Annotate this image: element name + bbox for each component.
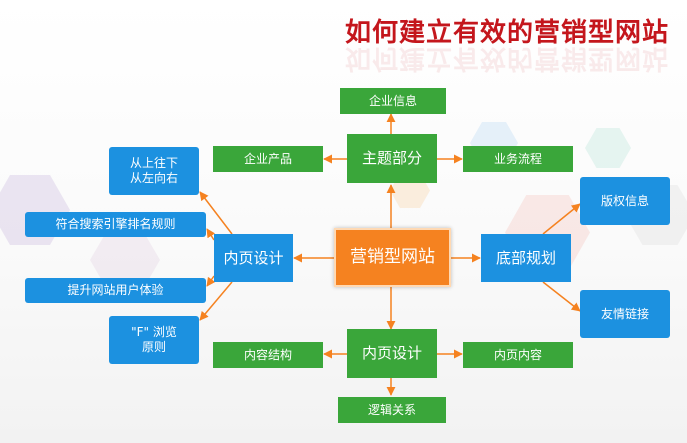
top-child-node: 业务流程 — [463, 146, 573, 172]
right-child-node: 友情链接 — [580, 290, 670, 338]
left-hub-node: 内页设计 — [214, 234, 293, 282]
arrow-right-up — [542, 203, 581, 235]
arrow-right-down — [542, 281, 581, 312]
page-title: 如何建立有效的营销型网站 — [344, 18, 669, 48]
left-child-node: "F" 浏览 原则 — [109, 316, 199, 364]
arrow-left-3 — [206, 275, 216, 287]
left-child-node: 提升网站用户体验 — [25, 278, 206, 303]
left-child-node: 从上往下 从左向右 — [109, 147, 199, 195]
right-child-node: 版权信息 — [580, 177, 670, 225]
arrow-left-2 — [206, 228, 216, 241]
top-child-node: 企业信息 — [340, 88, 446, 114]
bottom-child-node: 内容结构 — [213, 342, 323, 368]
bottom-child-node: 内页内容 — [463, 342, 573, 368]
bottom-hub-node: 内页设计 — [347, 329, 437, 378]
right-hub-node: 底部规划 — [481, 234, 571, 282]
bg-hexagon — [585, 128, 631, 168]
top-child-node: 企业产品 — [213, 146, 323, 172]
top-hub-node: 主题部分 — [347, 134, 437, 183]
center-node: 营销型网站 — [334, 228, 451, 287]
bottom-child-node: 逻辑关系 — [338, 397, 446, 423]
arrow-left-1 — [199, 191, 233, 235]
left-child-node: 符合搜索引擎排名规则 — [25, 212, 206, 237]
arrow-left-4 — [199, 281, 233, 321]
